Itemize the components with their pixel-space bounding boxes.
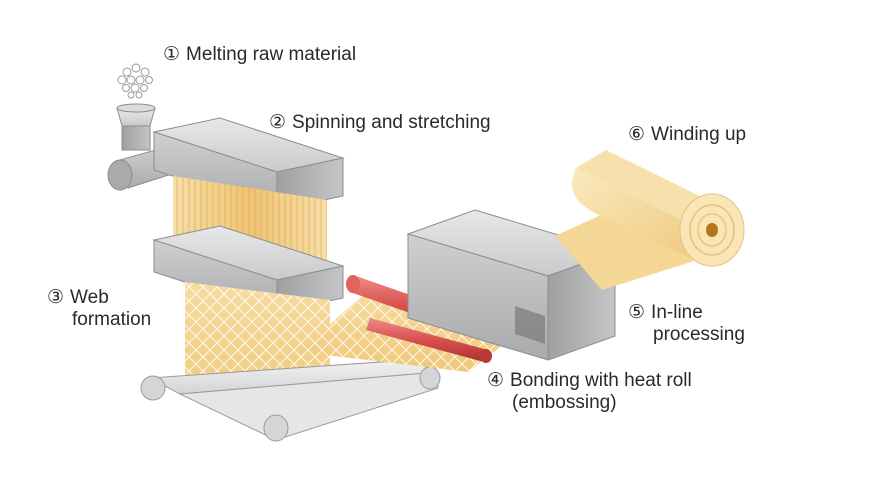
winding-roll bbox=[571, 150, 745, 267]
pellets-icon bbox=[117, 63, 153, 99]
inline-processing-unit bbox=[406, 209, 617, 361]
conveyor-belt bbox=[140, 359, 441, 442]
heat-roll-lower bbox=[366, 318, 492, 363]
